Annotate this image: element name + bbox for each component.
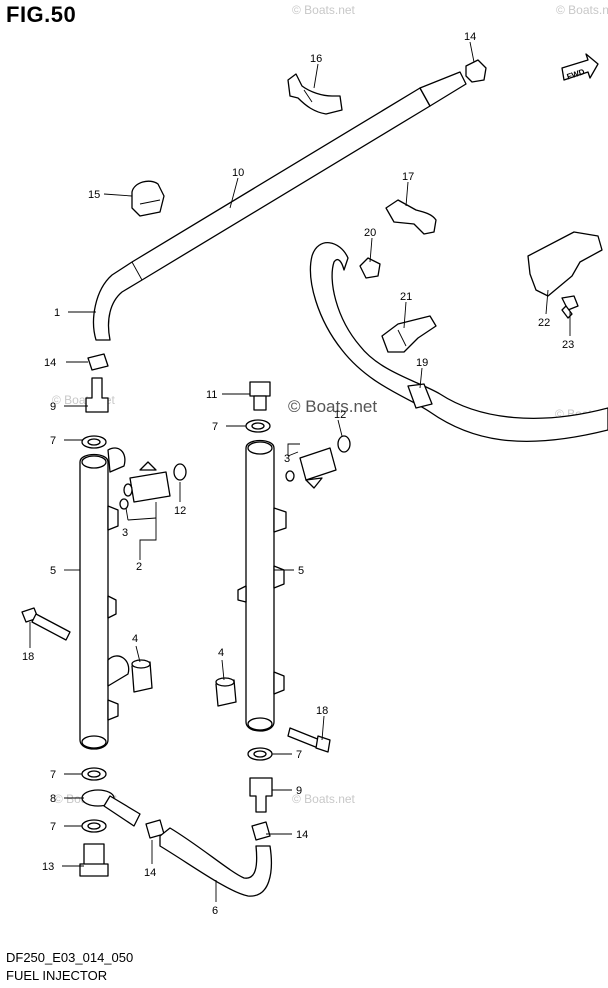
damper-4-left (131, 659, 153, 693)
fuel-hose-right (309, 242, 608, 443)
fuel-injector-left (123, 461, 171, 503)
hose-clamp-14-top (465, 59, 487, 83)
fuel-hose-lower (159, 827, 273, 897)
callout-7: 7 (296, 749, 302, 761)
callout-12: 12 (174, 505, 186, 517)
callout-14: 14 (44, 357, 56, 369)
hose-clamp-20 (359, 257, 381, 279)
callout-5: 5 (50, 565, 56, 577)
union-8 (81, 789, 141, 827)
callout-16: 16 (310, 53, 322, 65)
fuel-hose-upper (92, 71, 467, 341)
hose-clamp-15 (131, 180, 165, 217)
callout-8: 8 (50, 793, 56, 805)
callout-3: 3 (122, 527, 128, 539)
bolt-18-right (287, 727, 331, 753)
watermark: © Boats.net (292, 792, 356, 806)
fuel-rail-left (79, 447, 130, 750)
callout-20: 20 (364, 227, 376, 239)
union-9-left (85, 377, 109, 413)
gasket-7-right-top (245, 419, 271, 433)
callout-18: 18 (22, 651, 34, 663)
callout-7: 7 (212, 421, 218, 433)
gasket-7-right-low (247, 747, 273, 761)
figure-name: FUEL INJECTOR (6, 968, 108, 983)
callout-10: 10 (232, 167, 244, 179)
callout-6: 6 (212, 905, 218, 917)
callout-13: 13 (42, 861, 54, 873)
o-ring-12-left (173, 463, 187, 481)
callout-14: 14 (144, 867, 156, 879)
gasket-7-left-top (81, 435, 107, 449)
callout-15: 15 (88, 189, 100, 201)
callout-7: 7 (50, 435, 56, 447)
gasket-7-left-mid (81, 767, 107, 781)
callout-5: 5 (298, 565, 304, 577)
callout-1: 1 (54, 307, 60, 319)
gasket-7-left-low (81, 819, 107, 833)
callout-3: 3 (284, 453, 290, 465)
leader-lines (29, 41, 571, 902)
callout-22: 22 (538, 317, 550, 329)
hose-clamp-17 (385, 199, 437, 235)
union-bolt-11 (249, 381, 271, 411)
callout-7: 7 (50, 821, 56, 833)
callout-9: 9 (296, 785, 302, 797)
figure-title: FIG.50 (6, 2, 77, 27)
watermark: © Boats.net (556, 3, 608, 17)
hose-clamp-14-left (87, 353, 109, 371)
callout-7: 7 (50, 769, 56, 781)
callout-9: 9 (50, 401, 56, 413)
fuel-injector-right (299, 447, 337, 489)
union-bolt-13 (79, 843, 109, 877)
o-ring-3-right (285, 470, 295, 482)
callout-2: 2 (136, 561, 142, 573)
callout-14: 14 (296, 829, 308, 841)
damper-4-right (215, 677, 237, 707)
callout-17: 17 (402, 171, 414, 183)
callout-14: 14 (464, 31, 476, 43)
hose-clamp-14-lower-right (251, 821, 271, 841)
hose-clamp-21 (381, 315, 437, 353)
callout-labels: 14 16 10 15 1 17 20 21 19 22 23 14 9 7 1… (22, 31, 574, 917)
callout-4: 4 (218, 647, 224, 659)
model-code: DF250_E03_014_050 (6, 950, 134, 965)
callout-4: 4 (132, 633, 138, 645)
hose-clamp-16 (287, 73, 343, 115)
fuel-rail-right (237, 439, 287, 732)
watermark-center: © Boats.net (288, 397, 377, 416)
watermark: © Boats.net (292, 3, 356, 17)
o-ring-12-right (337, 435, 351, 453)
bolt-18-left (21, 607, 71, 641)
bracket-22 (527, 231, 603, 297)
bolt-23 (561, 295, 579, 319)
callout-21: 21 (400, 291, 412, 303)
callout-11: 11 (206, 389, 217, 401)
fwd-arrow-badge: FWD (561, 53, 599, 81)
callout-18: 18 (316, 705, 328, 717)
callout-12: 12 (334, 409, 346, 421)
callout-23: 23 (562, 339, 574, 351)
o-ring-3-left (119, 498, 129, 510)
callout-19: 19 (416, 357, 428, 369)
union-9-right (249, 777, 273, 813)
